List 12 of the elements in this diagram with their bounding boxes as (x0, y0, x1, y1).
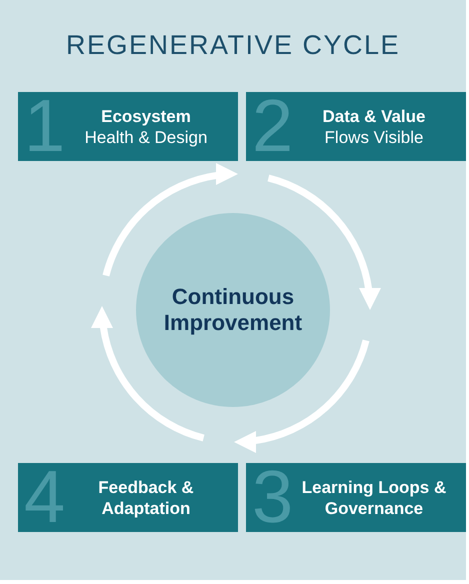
title: REGENERATIVE CYCLE (64, 30, 402, 61)
step-box (18, 463, 238, 532)
circle-label: Continuous Improvement (162, 284, 304, 336)
step-heading: Feedback & Adaptation (97, 476, 195, 518)
step-box (246, 463, 466, 532)
step-box (246, 92, 466, 161)
step-heading: Data & Value (322, 106, 426, 126)
step-box (18, 92, 238, 161)
step-heading: Ecosystem (101, 106, 191, 126)
step-description: Flows Visible (324, 126, 424, 148)
step-heading: Learning Loops & Governance (300, 476, 448, 518)
step-description: Health & Design (84, 126, 208, 148)
